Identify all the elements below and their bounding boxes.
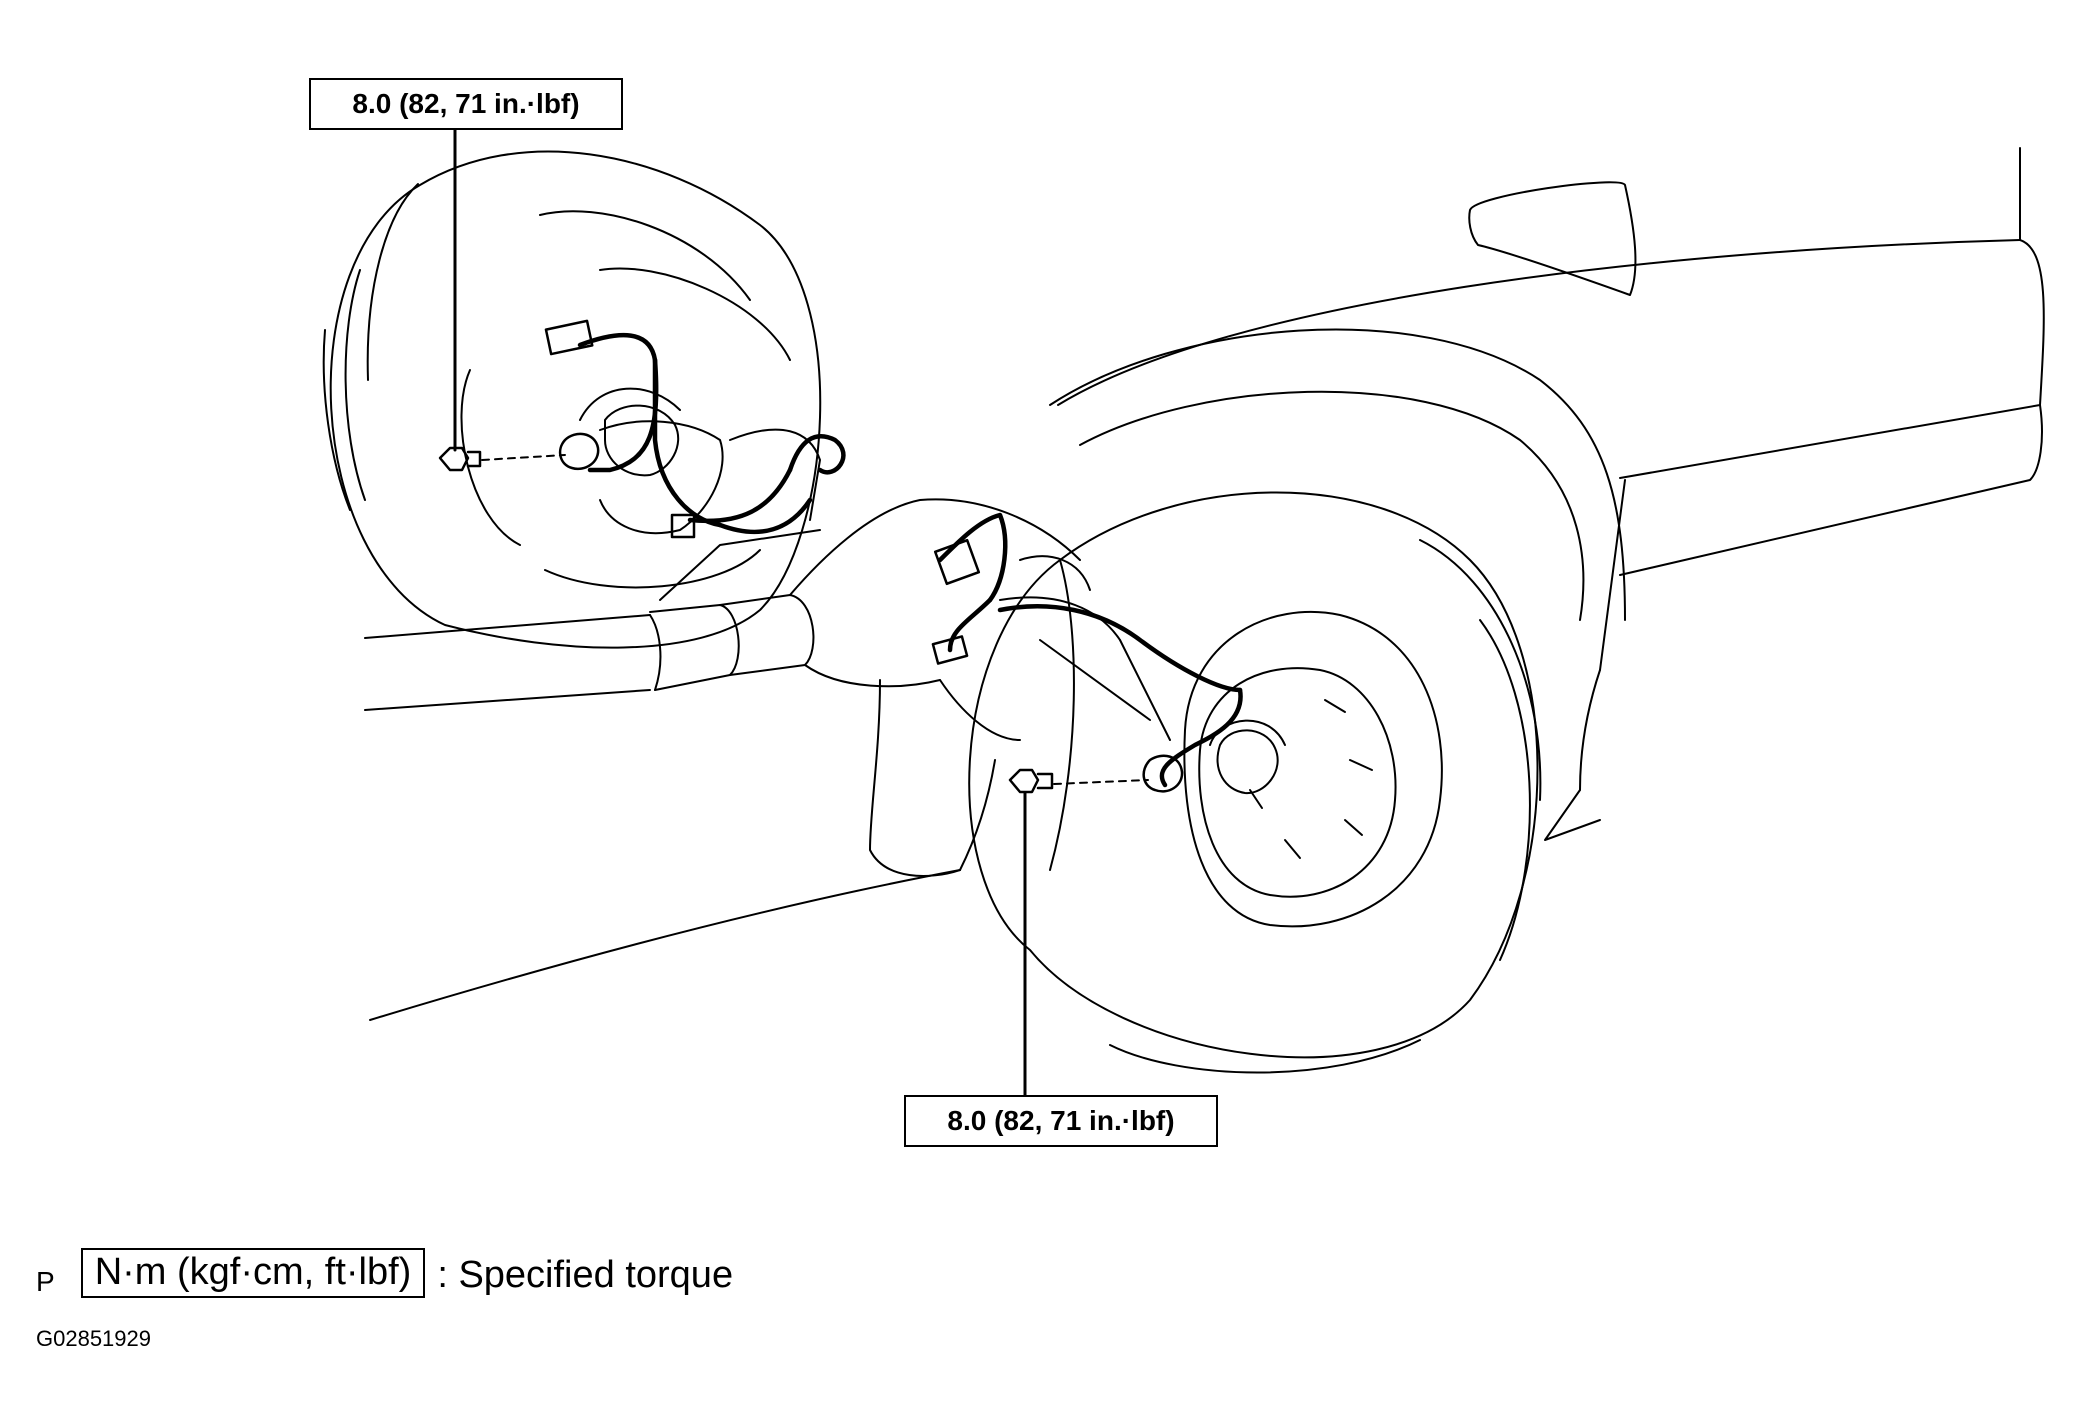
- legend-letter: P: [36, 1266, 55, 1297]
- vehicle-body: [1057, 147, 2045, 841]
- figure-code: G02851929: [36, 1326, 151, 1351]
- torque-callout-bottom: 8.0 (82, 71 in.·lbf): [904, 1095, 1218, 1147]
- legend-description: : Specified torque: [437, 1254, 734, 1296]
- legend-unit-box: N·m (kgf·cm, ft·lbf): [80, 1248, 426, 1298]
- near-wheel: [968, 491, 1542, 1074]
- torque-legend: P N·m (kgf·cm, ft·lbf) : Specified torqu…: [36, 1248, 733, 1298]
- far-wheel: [322, 150, 822, 649]
- sensor-connectors: [544, 319, 981, 665]
- fender-arch: [1049, 328, 1626, 621]
- axle-housing: [364, 420, 1171, 1021]
- speed-sensors: [558, 432, 1184, 793]
- hub-assemblies: [604, 404, 1286, 795]
- bolt-icon: [438, 446, 482, 472]
- callout-leaders: [453, 126, 1027, 1098]
- torque-callout-top: 8.0 (82, 71 in.·lbf): [309, 78, 623, 130]
- bolt-icon: [1008, 768, 1054, 794]
- installation-lines: [481, 454, 1149, 785]
- wire-harness: [577, 333, 1243, 788]
